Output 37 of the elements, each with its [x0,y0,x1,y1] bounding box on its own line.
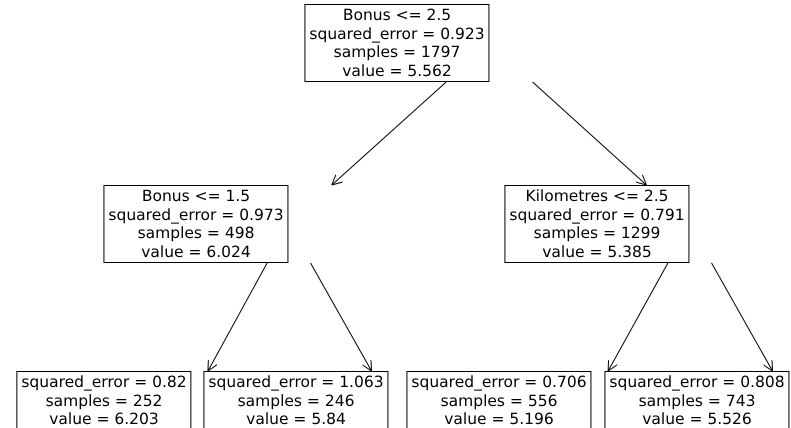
tree-node-box [103,185,289,263]
arrow [532,82,647,186]
node-text: samples = 743 [638,392,756,410]
node-text: samples = 1797 [332,43,462,62]
tree-node-box [604,371,790,428]
node-text: samples = 246 [236,392,356,410]
node-text: value = 5.526 [641,410,753,428]
node-text: squared_error = 1.063 [208,373,384,392]
node-text: Bonus <= 2.5 [342,6,452,24]
tree-node-box [16,371,192,428]
node-text: squared_error = 0.973 [108,206,284,224]
node-text: value = 5.196 [443,410,555,428]
tree-node-box [504,185,690,263]
arrow [711,262,774,372]
node-text: samples = 1299 [532,224,662,242]
node-text: value = 6.203 [48,410,160,428]
tree-node-box [203,371,389,428]
node-text: squared_error = 0.923 [309,24,485,43]
tree-node-box [406,371,592,428]
node-text: value = 5.385 [541,242,653,261]
node-text: Kilometres <= 2.5 [524,187,670,206]
arrow [608,262,668,372]
tree-node-box [304,4,490,82]
arrow [331,82,447,186]
node-text: samples = 498 [136,224,256,242]
arrow [310,262,372,372]
arrow [207,262,268,372]
node-text: samples = 556 [440,392,558,410]
node-text: squared_error = 0.82 [21,373,187,392]
node-text: squared_error = 0.808 [609,373,785,392]
node-text: Bonus <= 1.5 [140,187,252,206]
node-text: value = 5.84 [245,410,347,428]
node-text: squared_error = 0.791 [509,206,685,224]
node-text: value = 6.024 [140,242,252,261]
node-text: squared_error = 0.706 [411,373,587,392]
node-text: value = 5.562 [341,62,453,80]
node-text: samples = 252 [44,392,164,410]
